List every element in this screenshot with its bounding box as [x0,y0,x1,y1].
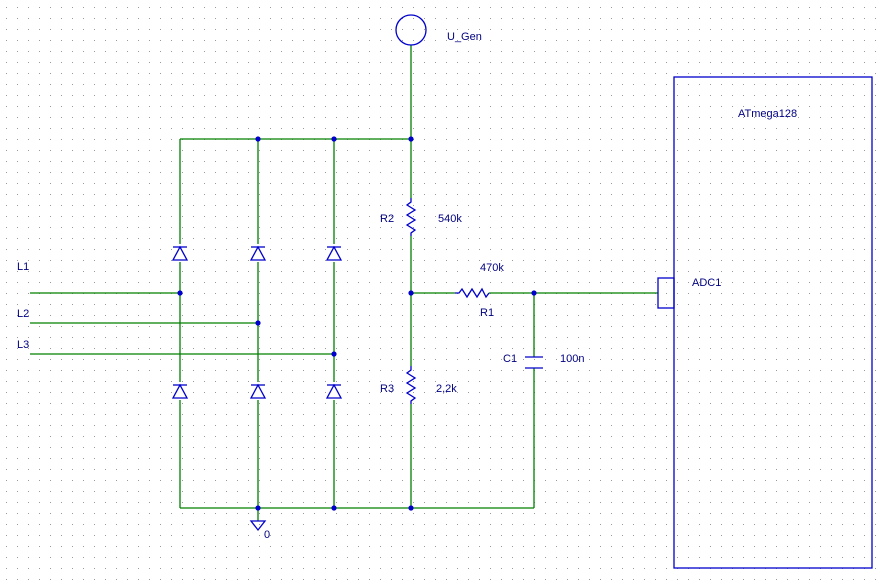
r1-ref-label: R1 [480,307,494,319]
ground-icon [249,520,267,532]
diode-bridge [171,244,343,400]
resistor-r2-icon [405,198,417,236]
phase-label-l2: L2 [17,308,29,320]
r1-value-label: 470k [480,262,504,274]
phase-label-l1: L1 [17,261,29,273]
diode-icon [171,244,189,262]
capacitor-c1-icon [525,356,543,369]
diode-icon [325,382,343,400]
diode-icon [249,382,267,400]
ground-label: 0 [264,529,270,541]
r2-ref-label: R2 [380,213,394,225]
resistor-r3-icon [405,366,417,404]
adc-pin [657,277,675,309]
generator-label: U_Gen [447,31,482,43]
r3-value-label: 2,2k [436,383,457,395]
r3-ref-label: R3 [380,383,394,395]
c1-value-label: 100n [560,353,584,365]
diode-icon [171,382,189,400]
r2-value-label: 540k [438,213,462,225]
generator-source-icon [395,14,427,46]
diode-icon [249,244,267,262]
phase-label-l3: L3 [17,339,29,351]
wires [30,45,658,521]
junctions [177,136,537,511]
resistor-r1-icon [455,287,490,299]
c1-ref-label: C1 [503,353,517,365]
adc-pin-label: ADC1 [692,277,721,289]
mcu-name-label: ATmega128 [738,108,797,120]
diode-icon [325,244,343,262]
mcu-block [673,76,873,569]
